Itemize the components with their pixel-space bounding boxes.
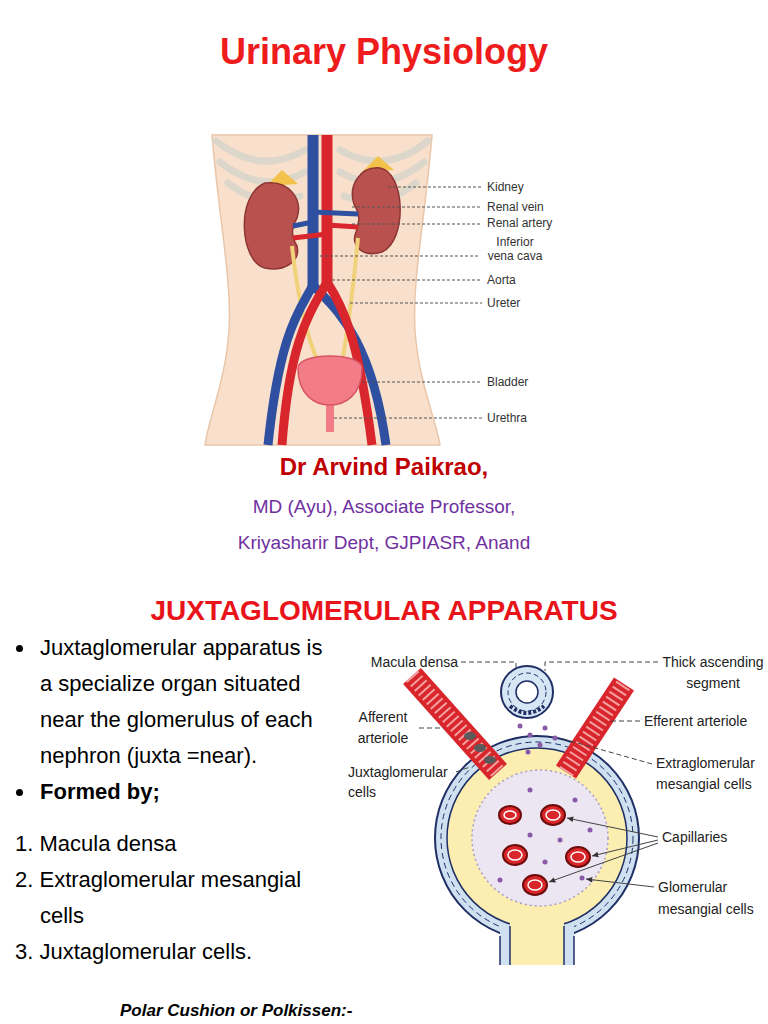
torso	[205, 135, 440, 445]
mesangial-cells	[498, 788, 593, 883]
kidney	[244, 183, 298, 269]
part-label: Afferent arteriole	[350, 707, 416, 749]
efferent-arteriole	[566, 684, 624, 772]
bullet-text: Juxtaglomerular apparatus is a specializ…	[40, 635, 322, 768]
bullet-dot	[16, 645, 23, 652]
glomerulus	[472, 770, 608, 906]
bullet-dot	[16, 789, 23, 796]
bladder	[298, 356, 362, 405]
part-label: Capillaries	[662, 828, 762, 846]
bullet-item: Formed by;	[0, 774, 338, 810]
capillary	[499, 805, 590, 895]
bullet-text: Formed by;	[40, 779, 160, 804]
juxtaglomerular-cells	[464, 732, 496, 764]
tubule-lumen	[510, 918, 564, 965]
part-label: Inferior vena cava	[484, 235, 546, 263]
juxtaglomerular-figure	[412, 666, 639, 965]
part-label: Renal artery	[487, 216, 577, 231]
part-label: Ureter	[487, 296, 577, 311]
section-heading: JUXTAGLOMERULAR APPARATUS	[0, 594, 768, 628]
leader-lines	[320, 187, 482, 418]
list-row: 1. Macula densa	[0, 826, 338, 862]
renal-artery	[293, 234, 327, 238]
extraglomerular-mesangial-cells	[518, 724, 558, 755]
list-item: 1. Macula densa	[15, 831, 176, 856]
author-name: Dr Arvind Paikrao,	[0, 452, 768, 482]
author-affiliation: Kriyasharir Dept, GJPIASR, Anand	[0, 530, 768, 556]
part-label: Urethra	[487, 411, 577, 426]
part-label: Thick ascending segment	[662, 652, 764, 694]
afferent-arteriole	[412, 676, 498, 772]
part-label: Efferent arteriole	[644, 712, 764, 730]
part-label: Renal vein	[487, 200, 577, 215]
page-title: Urinary Physiology	[0, 30, 768, 74]
section-subheading: Polar Cushion or Polkissen:-	[120, 1001, 450, 1021]
list-item: 2. Extraglomerular mesangial cells	[15, 867, 301, 928]
text-column: Juxtaglomerular apparatus is a specializ…	[0, 630, 338, 970]
part-label: Aorta	[487, 273, 577, 288]
bowman-capsule	[435, 736, 639, 940]
urinary-system-figure	[205, 135, 440, 445]
renal-vein	[313, 212, 358, 214]
thick-ascending-segment	[501, 666, 553, 718]
list-row: 2. Extraglomerular mesangial cells	[0, 862, 338, 934]
renal-artery	[327, 225, 358, 227]
renal-vein	[293, 222, 313, 226]
part-label: Bladder	[487, 375, 577, 390]
tubule-outline	[500, 926, 574, 965]
part-label: Juxtaglomerular cells	[348, 762, 456, 802]
capsule-cells	[441, 742, 633, 934]
part-label: Kidney	[487, 180, 577, 195]
part-label: Extraglomerular mesangial cells	[656, 753, 764, 795]
list-row: 3. Juxtaglomerular cells.	[0, 934, 338, 970]
part-label: Glomerular mesangial cells	[658, 876, 762, 920]
bullet-item: Juxtaglomerular apparatus is a specializ…	[0, 630, 338, 774]
part-label: Macula densa	[346, 653, 458, 671]
list-item: 3. Juxtaglomerular cells.	[15, 939, 252, 964]
bowman-space	[447, 748, 627, 928]
author-degree: MD (Ayu), Associate Professor,	[0, 494, 768, 520]
leader-lines	[419, 662, 658, 887]
